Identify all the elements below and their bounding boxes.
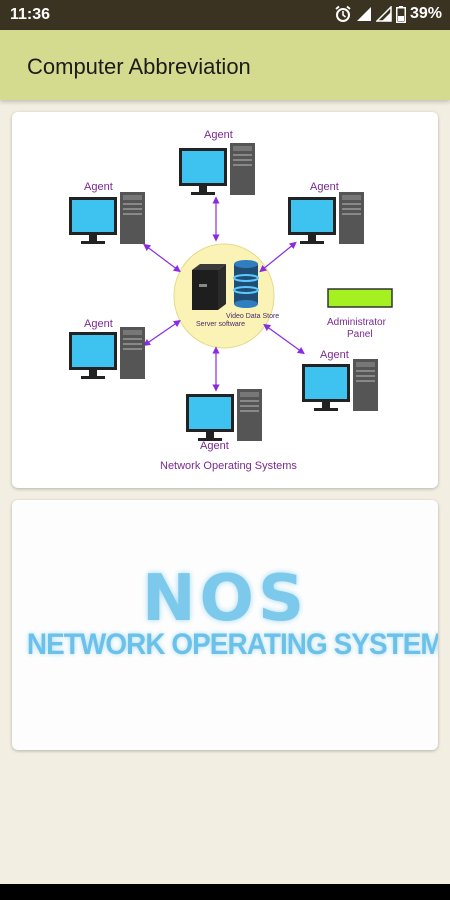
- nos-logo-card[interactable]: NOS NETWORK OPERATING SYSTEM: [12, 500, 438, 750]
- navigation-bar: [0, 884, 450, 900]
- diagram-caption: Network Operating Systems: [160, 460, 297, 472]
- database-icon: [233, 260, 259, 308]
- nos-expansion: NETWORK OPERATING SYSTEM: [26, 628, 438, 661]
- status-icons: 39%: [334, 5, 442, 23]
- admin-panel-icon: [327, 288, 393, 308]
- battery-icon: [395, 5, 406, 23]
- diagram-card[interactable]: Server software Video Data Store Agent A…: [12, 112, 438, 488]
- hub-store-label: Video Data Store: [226, 313, 279, 320]
- agent-computer-lower-left: [69, 327, 145, 379]
- agent-computer-bottom: [186, 389, 262, 441]
- agent-label-bottom: Agent: [200, 440, 229, 452]
- link-upper-right: [259, 241, 297, 273]
- app-bar: Computer Abbreviation: [0, 30, 450, 100]
- battery-percent: 39%: [409, 5, 442, 22]
- status-bar: 11:36 39%: [0, 0, 450, 30]
- agent-label-upper-left: Agent: [84, 181, 113, 193]
- signal-icon: [356, 7, 371, 21]
- admin-label-line2: Panel: [347, 329, 373, 340]
- agent-label-upper-right: Agent: [310, 181, 339, 193]
- app-title: Computer Abbreviation: [27, 54, 251, 79]
- agent-computer-top: [179, 143, 255, 195]
- server-icon: [192, 264, 226, 310]
- nos-acronym: NOS: [141, 562, 309, 636]
- signal-icon-2: [375, 6, 392, 22]
- link-lower-right: [263, 323, 305, 355]
- alarm-icon: [335, 5, 351, 22]
- agent-label-lower-right: Agent: [320, 349, 349, 361]
- status-time: 11:36: [10, 6, 51, 23]
- link-lower-left: [143, 319, 181, 347]
- agent-computer-lower-right: [302, 359, 378, 411]
- agent-label-top: Agent: [204, 129, 233, 141]
- network-diagram: Server software Video Data Store Agent A…: [69, 129, 393, 472]
- agent-computer-upper-right: [288, 192, 364, 244]
- link-upper-left: [143, 243, 181, 273]
- agent-label-lower-left: Agent: [84, 318, 113, 330]
- admin-label-line1: Administrator: [327, 317, 387, 328]
- agent-computer-upper-left: [69, 192, 145, 244]
- hub-server-label: Server software: [196, 321, 245, 328]
